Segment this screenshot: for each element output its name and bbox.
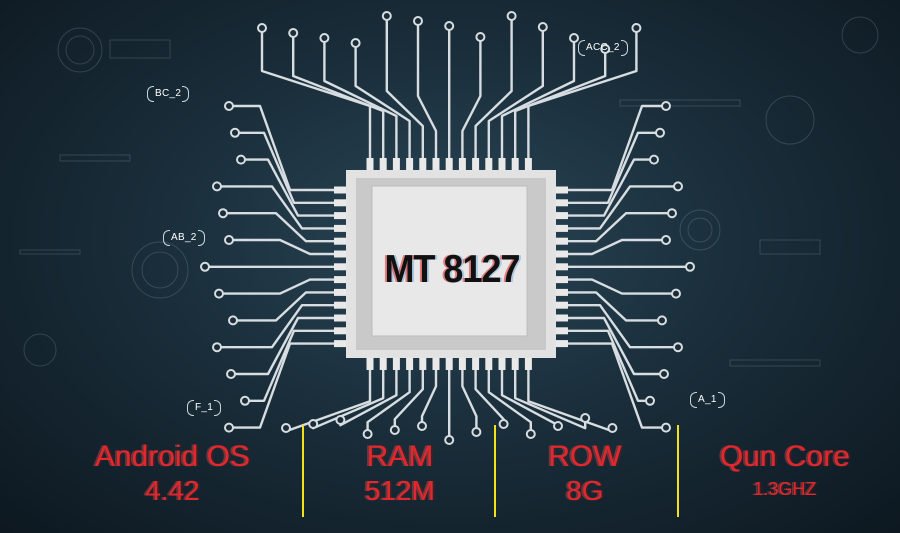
spec-name: RAM [366,440,434,473]
chip-pins [334,158,568,370]
spec-value: 512M [364,475,436,506]
chip-core [371,185,528,337]
spec-value: 4.42 [145,475,200,506]
spec-row: ROW 8G [510,440,660,508]
trace-endpoints [200,11,695,445]
pin-label-bc2: BC_2 [146,86,190,102]
spec-ram: RAM 512M [320,440,480,508]
spec-android-os: Android OS 4.42 [60,440,285,508]
spec-divider [494,425,496,517]
pin-label-ab2: AB_2 [163,230,205,246]
spec-name: ROW [548,440,622,473]
background-decoration [19,16,879,367]
pin-label-a1: A_1 [690,392,725,408]
chip-model-label: MT 8127 [384,246,520,291]
spec-value: 1.3GHZ [753,479,817,499]
spec-value: 8G [566,475,604,506]
pin-label-f1: F_1 [186,400,222,416]
spec-name: Qun Core [719,440,851,473]
spec-core: Qun Core 1.3GHZ [695,440,875,504]
spec-divider [677,425,679,517]
pin-label-acc2: ACC_2 [578,40,628,56]
spec-name: Android OS [94,440,251,473]
spec-divider [302,425,304,517]
